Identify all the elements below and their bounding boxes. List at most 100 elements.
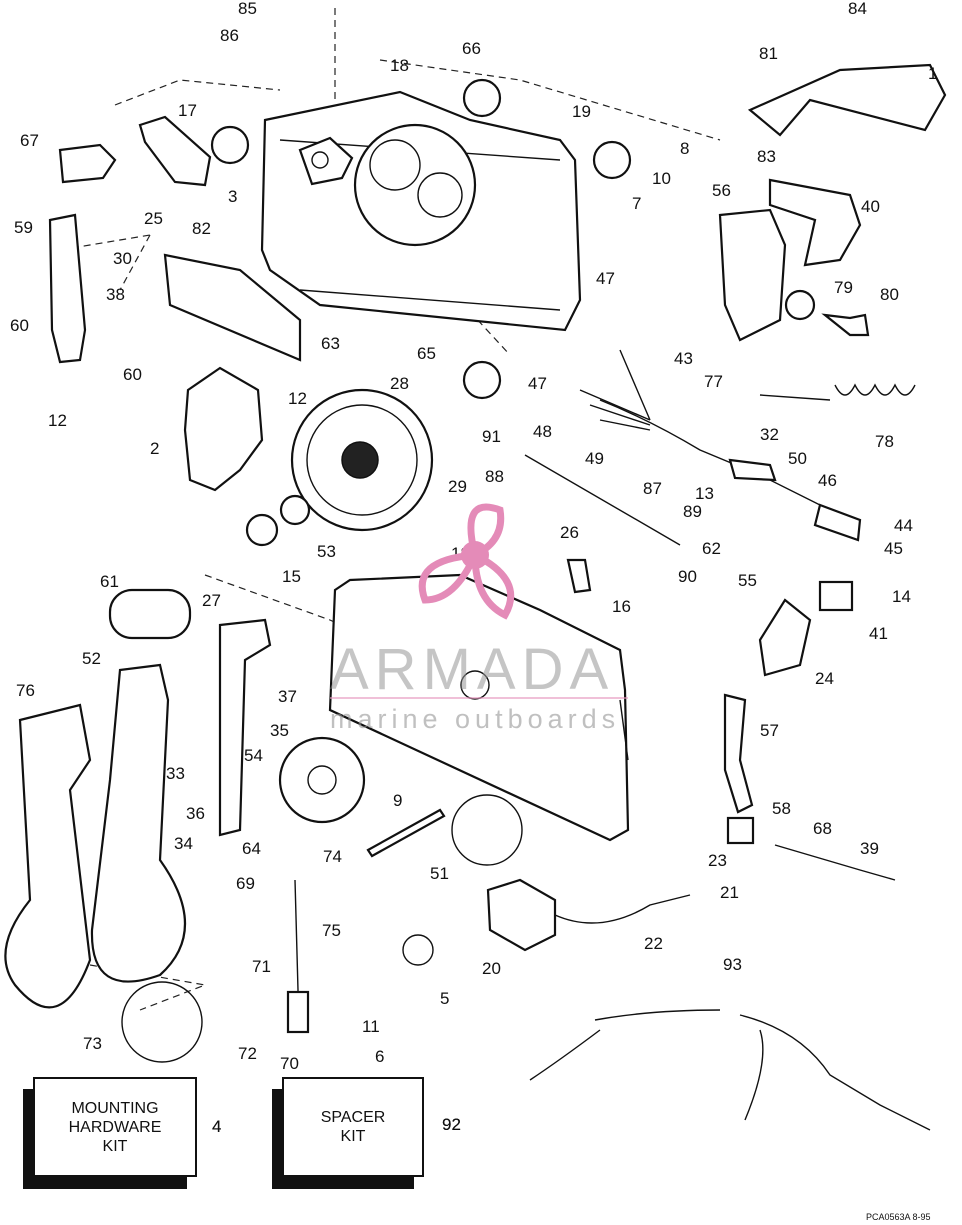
callout-9: 9: [393, 791, 403, 810]
callout-1: 1: [928, 64, 938, 83]
battery-cable-positive: [529, 1009, 721, 1081]
horn-lead: [554, 894, 691, 924]
callout-75: 75: [322, 921, 341, 940]
switch-block: [726, 816, 755, 845]
callout-40: 40: [861, 197, 880, 216]
callout-60: 60: [10, 316, 29, 335]
callout-56: 56: [712, 181, 731, 200]
callout-67: 67: [20, 131, 39, 150]
callout-72: 72: [238, 1044, 257, 1063]
callout-63: 63: [321, 334, 340, 353]
callout-8: 8: [680, 139, 690, 158]
callout-71: 71: [252, 957, 271, 976]
callout-4: 4: [212, 1117, 222, 1136]
callout-50: 50: [788, 449, 807, 468]
callout-39: 39: [860, 839, 879, 858]
callout-74: 74: [323, 847, 342, 866]
callout-86: 86: [220, 26, 239, 45]
callout-45: 45: [884, 539, 903, 558]
switch-holder: [818, 580, 854, 612]
harness-leads: [579, 349, 651, 431]
callout-60: 60: [123, 365, 142, 384]
callout-65: 65: [417, 344, 436, 363]
callout-21: 21: [720, 883, 739, 902]
callout-83: 83: [757, 147, 776, 166]
control-handle-left: [4, 703, 92, 1009]
wave-washer: [279, 494, 311, 526]
callout-11: 11: [362, 1017, 380, 1036]
callout-16: 16: [612, 597, 631, 616]
callout-44: 44: [894, 516, 913, 535]
callout-78: 78: [875, 432, 894, 451]
callout-37: 37: [278, 687, 297, 706]
callout-32: 32: [760, 425, 779, 444]
callout-26: 26: [560, 523, 579, 542]
callout-15: 15: [282, 567, 301, 586]
callout-34: 34: [174, 834, 193, 853]
drawing-code: PCA0563A 8-95: [866, 1212, 931, 1222]
callout-51: 51: [430, 864, 449, 883]
callout-79: 79: [834, 278, 853, 297]
callout-68: 68: [813, 819, 832, 838]
control-housing-top: [260, 90, 582, 332]
callout-66: 66: [462, 39, 481, 58]
watermark-rule: [330, 697, 628, 699]
callout-10: 10: [652, 169, 671, 188]
callout-76: 76: [16, 681, 35, 700]
callout-62: 62: [702, 539, 721, 558]
callout-30: 30: [113, 249, 132, 268]
propeller-logo: [418, 503, 515, 620]
callout-36: 36: [186, 804, 205, 823]
callout-27: 27: [202, 591, 221, 610]
bushing-upper: [462, 78, 502, 118]
cable-connector: [728, 458, 862, 542]
callout-13: 13: [695, 484, 714, 503]
callout-33: 33: [166, 764, 185, 783]
shift-link-bar: [218, 618, 272, 837]
key-switch-plate: [718, 208, 787, 342]
callout-18: 18: [390, 56, 409, 75]
shift-cam-gear: [290, 388, 434, 532]
callout-25: 25: [144, 209, 163, 228]
callout-53: 53: [317, 542, 336, 561]
housing-bolt: [366, 808, 446, 858]
callout-59: 59: [14, 218, 33, 237]
callout-47: 47: [596, 269, 615, 288]
callout-55: 55: [738, 571, 757, 590]
callout-91: 91: [482, 427, 501, 446]
trim-switch-arm: [58, 143, 117, 184]
bushing-lower: [462, 360, 502, 400]
lanyard-coil: [759, 383, 916, 401]
battery-cable-negative: [739, 1014, 931, 1131]
detent-lever: [758, 598, 812, 677]
callout-43: 43: [674, 349, 693, 368]
callout-6: 6: [375, 1047, 385, 1066]
spacer-kit: SPACER KIT: [282, 1077, 424, 1177]
handle-gasket: [121, 981, 203, 1063]
callout-14: 14: [892, 587, 911, 606]
callout-28: 28: [390, 374, 409, 393]
neutral-bracket: [183, 366, 264, 492]
gasket-ring: [210, 125, 250, 165]
throttle-arm: [48, 213, 87, 364]
callout-82: 82: [192, 219, 211, 238]
callout-38: 38: [106, 285, 125, 304]
watermark-tagline: marine outboards: [330, 704, 621, 734]
control-handle-right: [90, 663, 187, 983]
callout-5: 5: [440, 989, 450, 1008]
throttle-cable-rod: [524, 454, 681, 546]
callout-58: 58: [772, 799, 791, 818]
callout-48: 48: [533, 422, 552, 441]
callout-93: 93: [723, 955, 742, 974]
handle-roller: [108, 588, 192, 640]
control-housing-cover: [328, 573, 630, 842]
callout-69: 69: [236, 874, 255, 893]
ignition-key: [821, 313, 870, 337]
callout-57: 57: [760, 721, 779, 740]
callout-85: 85: [238, 0, 257, 18]
cover-gasket: [451, 794, 523, 866]
wiring-harness: [599, 399, 831, 511]
callout-92: 92: [442, 1115, 461, 1134]
detent-plate: [278, 736, 366, 824]
